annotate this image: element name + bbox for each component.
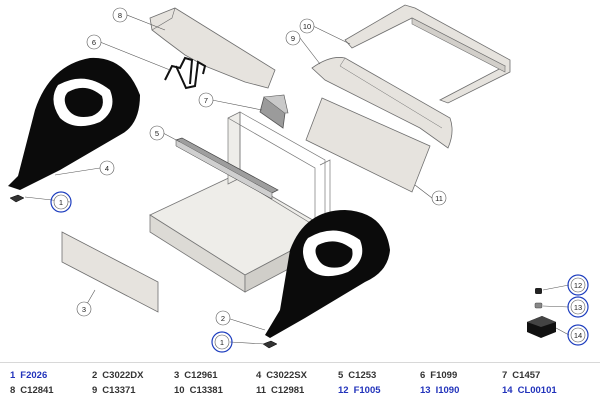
legend-item-code: F2026 [20, 370, 48, 381]
exploded-parts-diagram: 8 6 7 10 9 5 4 1 3 2 1 11 [8, 4, 589, 353]
callout-1-top: 1 [50, 191, 72, 213]
callout-6: 6 [86, 34, 102, 50]
legend-item-6: 6 F1099 [420, 370, 457, 381]
svg-text:12: 12 [574, 281, 582, 290]
svg-text:7: 7 [204, 96, 208, 105]
svg-text:4: 4 [105, 164, 109, 173]
legend-item-number: 7 [502, 370, 508, 381]
part-6-wire-bracket [164, 56, 207, 90]
part-5-rail [175, 137, 279, 200]
legend-item-8: 8 C12841 [10, 385, 54, 396]
callout-8: 8 [112, 7, 128, 23]
svg-text:1: 1 [220, 338, 224, 347]
part-4-left-side-shell [8, 57, 140, 191]
legend-item-code: C3022DX [102, 370, 144, 381]
legend-item-number: 10 [174, 385, 185, 396]
part-9-curved-hood [311, 57, 453, 149]
legend-item-code: F1005 [353, 385, 381, 396]
legend-item-14: 14 CL00101 [502, 385, 557, 396]
callout-10: 10 [299, 18, 315, 34]
legend-item-code: I1090 [435, 385, 460, 396]
legend-item-number: 4 [256, 370, 262, 381]
legend-item-code: CL00101 [517, 385, 557, 396]
legend-item-7: 7 C1457 [502, 370, 540, 381]
legend-item-number: 3 [174, 370, 180, 381]
svg-text:6: 6 [92, 38, 96, 47]
svg-text:13: 13 [574, 303, 582, 312]
svg-text:10: 10 [303, 22, 311, 31]
legend-item-1: 1 F2026 [10, 370, 47, 381]
part-2-right-side-shell [265, 210, 390, 338]
callout-2: 2 [215, 310, 231, 326]
legend-item-code: C12981 [271, 385, 305, 396]
callout-7: 7 [198, 92, 214, 108]
legend-item-number: 1 [10, 370, 16, 381]
legend-item-3: 3 C12961 [174, 370, 218, 381]
part-1-foot [9, 194, 278, 349]
legend-item-code: C3022SX [266, 370, 307, 381]
callout-11: 11 [431, 190, 447, 206]
svg-text:9: 9 [291, 34, 295, 43]
part-7-small-plate [259, 94, 289, 129]
part-13-small-fitting [534, 302, 543, 309]
legend-item-2: 2 C3022DX [92, 370, 144, 381]
part-12-cap [535, 288, 542, 294]
part-14-block [527, 316, 556, 338]
part-8-top-cover [149, 7, 276, 89]
legend-item-code: C13381 [189, 385, 223, 396]
legend-item-number: 9 [92, 385, 98, 396]
legend-item-number: 8 [10, 385, 16, 396]
legend-item-number: 12 [338, 385, 349, 396]
callout-1-bottom: 1 [211, 331, 233, 353]
legend-item-number: 11 [256, 385, 267, 396]
svg-text:5: 5 [155, 129, 159, 138]
legend-item-10: 10 C13381 [174, 385, 223, 396]
callout-9: 9 [285, 30, 301, 46]
legend-item-number: 6 [420, 370, 426, 381]
part-11-side-panel [305, 97, 431, 193]
svg-text:8: 8 [118, 11, 122, 20]
parts-legend: 1 F2026 2 C3022DX 3 C12961 4 C3022SX 5 C1253 6 F109… [0, 362, 600, 408]
legend-item-code: C13371 [102, 385, 136, 396]
svg-text:14: 14 [574, 331, 582, 340]
svg-text:1: 1 [59, 198, 63, 207]
callout-4: 4 [99, 160, 115, 176]
callout-3: 3 [76, 301, 92, 317]
legend-item-code: F1099 [430, 370, 458, 381]
callout-5: 5 [149, 125, 165, 141]
callout-12: 12 [567, 274, 589, 296]
part-10-top-frame [344, 4, 511, 104]
callout-13: 13 [567, 296, 589, 318]
legend-item-11: 11 C12981 [256, 385, 304, 396]
legend-item-code: C1457 [512, 370, 541, 381]
legend-item-code: C12841 [20, 385, 54, 396]
legend-item-12: 12 F1005 [338, 385, 381, 396]
callout-14: 14 [567, 324, 589, 346]
legend-item-4: 4 C3022SX [256, 370, 307, 381]
svg-text:2: 2 [221, 314, 225, 323]
legend-item-13: 13 I1090 [420, 385, 459, 396]
legend-row-2: 8 C12841 9 C13371 10 C13381 11 C12981 12 F1005 13 I… [0, 385, 600, 399]
legend-item-number: 2 [92, 370, 98, 381]
legend-item-5: 5 C1253 [338, 370, 376, 381]
legend-item-code: C12961 [184, 370, 218, 381]
legend-item-9: 9 C13371 [92, 385, 136, 396]
svg-text:11: 11 [435, 194, 443, 203]
part-3-bottom-panel [61, 231, 159, 313]
legend-item-number: 13 [420, 385, 431, 396]
legend-item-number: 5 [338, 370, 344, 381]
legend-row-1: 1 F2026 2 C3022DX 3 C12961 4 C3022SX 5 C1253 6 F109… [0, 370, 600, 384]
svg-text:3: 3 [82, 305, 86, 314]
legend-item-code: C1253 [348, 370, 377, 381]
legend-item-number: 14 [502, 385, 513, 396]
leader-lines [24, 14, 570, 345]
